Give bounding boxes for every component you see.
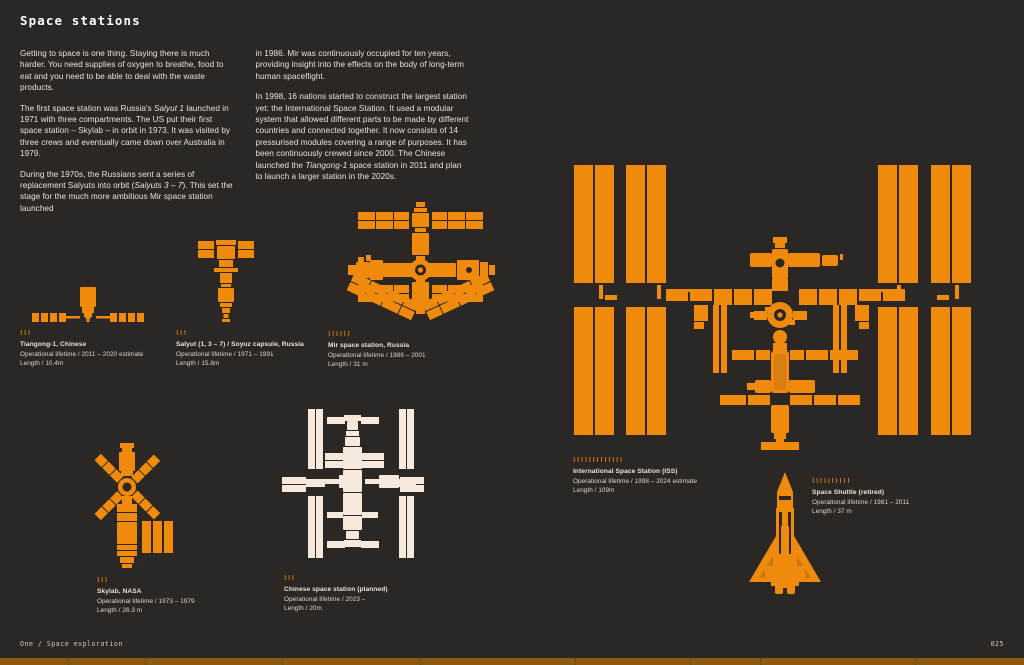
chinese-space-station-diagram — [253, 395, 453, 570]
space-shuttle-length: Length / 37 m — [812, 508, 852, 516]
footer-breadcrumb: One / Space exploration — [20, 640, 123, 648]
mir-caption: ıııııı Mir space station, Russia Operati… — [328, 328, 513, 370]
figure-mir: ıııııı Mir space station, Russia Operati… — [328, 200, 513, 370]
chinese-space-station-caption: ııı Chinese space station (planned) Oper… — [284, 572, 453, 614]
intro-paragraph: in 1986. Mir was continuously occupied f… — [255, 49, 465, 81]
iss-crew-icons: ııııııııııııı — [573, 454, 624, 464]
intro-paragraph: Getting to space is one thing. Staying t… — [20, 49, 224, 93]
figure-salyut: ııı Salyut (1, 3 – 7) / Soyuz capsule, R… — [176, 237, 304, 369]
space-shuttle-diagram — [735, 470, 835, 610]
figure-space-shuttle — [735, 470, 835, 610]
salyut-name: Salyut (1, 3 – 7) / Soyuz capsule, Russi… — [176, 341, 304, 348]
iss-diagram — [565, 165, 1005, 450]
intro-paragraph: During the 1970s, the Russians sent a se… — [20, 169, 233, 213]
intro-paragraph: The first space station was Russia's Sal… — [20, 103, 231, 159]
space-shuttle-lifetime: Operational lifetime / 1981 – 2011 — [812, 498, 910, 506]
figure-iss: ııııııııııııı International Space Statio… — [565, 165, 1005, 496]
intro-column-left: Getting to space is one thing. Staying t… — [20, 48, 235, 214]
space-shuttle-caption-block: ıııııııııı Space Shuttle (retired) Opera… — [812, 475, 909, 517]
space-shuttle-crew-icons: ıııııııııı — [812, 475, 852, 485]
iss-lifetime: Operational lifetime / 1998 – 2024 estim… — [573, 477, 697, 485]
page-title: Space stations — [20, 13, 141, 28]
skylab-diagram — [65, 437, 190, 572]
mir-length: Length / 31 m — [328, 361, 368, 369]
mir-diagram — [328, 200, 513, 325]
figure-tiangong-1: ııı Tiangong-1, Chinese Operational life… — [20, 285, 150, 369]
salyut-diagram — [176, 237, 296, 327]
salyut-caption: ııı Salyut (1, 3 – 7) / Soyuz capsule, R… — [176, 327, 304, 369]
chinese-space-station-length: Length / 20m — [284, 605, 322, 613]
iss-name: International Space Station (ISS) — [573, 468, 678, 475]
skylab-lifetime: Operational lifetime / 1973 – 1979 — [97, 597, 195, 605]
tiangong-1-lifetime: Operational lifetime / 2011 – 2020 estim… — [20, 350, 144, 358]
salyut-length: Length / 15.8m — [176, 360, 220, 368]
intro-text-block: Getting to space is one thing. Staying t… — [20, 48, 470, 214]
figure-skylab: ııı Skylab, NASA Operational lifetime / … — [65, 437, 195, 616]
tiangong-1-diagram — [20, 285, 150, 327]
chinese-space-station-lifetime: Operational lifetime / 2023 – — [284, 595, 366, 603]
figure-chinese-space-station: ııı Chinese space station (planned) Oper… — [253, 395, 453, 614]
skylab-crew-icons: ııı — [97, 574, 109, 584]
chinese-space-station-name: Chinese space station (planned) — [284, 586, 388, 593]
space-shuttle-name: Space Shuttle (retired) — [812, 489, 885, 496]
page-footer: One / Space exploration 025 — [0, 640, 1024, 652]
bottom-accent-strip — [0, 658, 1024, 665]
skylab-length: Length / 26.3 m — [97, 607, 143, 615]
space-shuttle-caption: ıııııııııı Space Shuttle (retired) Opera… — [812, 475, 909, 517]
tiangong-1-crew-icons: ııı — [20, 327, 32, 337]
salyut-lifetime: Operational lifetime / 1971 – 1991 — [176, 350, 274, 358]
tiangong-1-caption: ııı Tiangong-1, Chinese Operational life… — [20, 327, 150, 369]
tiangong-1-name: Tiangong-1, Chinese — [20, 341, 87, 348]
iss-length: Length / 109m — [573, 487, 615, 495]
skylab-name: Skylab, NASA — [97, 588, 142, 595]
intro-column-right: in 1986. Mir was continuously occupied f… — [256, 48, 471, 214]
mir-crew-icons: ıııııı — [328, 328, 352, 338]
tiangong-1-length: Length / 10.4m — [20, 360, 64, 368]
iss-caption: ııııııııııııı International Space Statio… — [573, 454, 1005, 496]
chinese-space-station-crew-icons: ııı — [284, 572, 296, 582]
mir-name: Mir space station, Russia — [328, 342, 410, 349]
intro-paragraph: In 1998, 16 nations started to construct… — [255, 92, 469, 182]
skylab-caption: ııı Skylab, NASA Operational lifetime / … — [97, 574, 195, 616]
mir-lifetime: Operational lifetime / 1986 – 2001 — [328, 351, 426, 359]
footer-page-number: 025 — [990, 640, 1004, 648]
salyut-crew-icons: ııı — [176, 327, 188, 337]
